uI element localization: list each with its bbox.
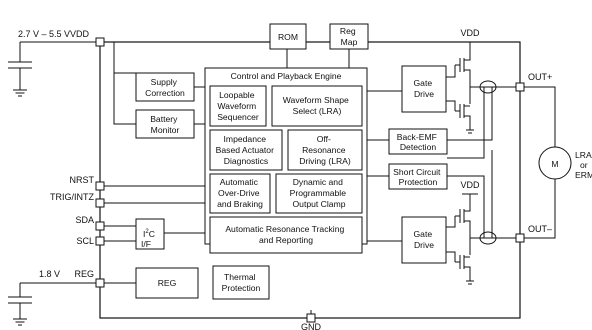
battery-block [135,109,195,139]
gate-bottom-label: Gate Drive [413,229,434,250]
vdd-in-label: 2.7 V – 5.5 VVDD [18,29,90,39]
gnd-pin [306,313,316,323]
dynamic-label: Dynamic and Programmable Output Clamp [290,177,349,209]
rom-block [269,23,307,50]
out-minus-label: OUT– [528,224,552,234]
supply-label: Supply Correction [145,77,185,98]
loopable-block [209,85,267,127]
engine-label: Control and Playback Engine [231,71,342,81]
reg-pin-label: REG [74,269,94,279]
wiring [8,41,572,326]
impedance-block [209,129,283,171]
sda-pin [95,221,105,231]
offres-label: Off- Resonance Driving (LRA) [299,134,351,166]
rom-label: ROM [278,32,298,42]
backemf-block [388,128,448,155]
trig-pin [95,198,105,208]
battery-label: Battery Monitor [150,114,180,135]
backemf-label: Back-EMF Detection [397,132,440,152]
vdd-pin [95,37,105,47]
regmap-label: Reg Map [340,26,358,47]
nrst-pin [95,181,105,191]
load-label: LRA or ERM [575,150,592,180]
nrst-label: NRST [70,175,95,185]
reg-voltage-label: 1.8 V [39,269,60,279]
short-label: Short Circuit Protection [393,167,443,187]
out-plus-label: OUT+ [528,72,552,82]
out-minus-pin [515,233,525,243]
gate-top-label: Gate Drive [413,78,434,99]
gnd-label: GND [301,322,322,330]
wshape-block [271,85,363,127]
thermal-block [212,265,270,300]
reg-block-label: REG [158,278,177,288]
trig-label: TRIG/INTZ [50,192,94,202]
reg-block [135,267,199,299]
vdd-top-label: VDD [460,28,480,38]
tracking-block [209,216,363,254]
scl-label: SCL [76,236,94,246]
gate-drive-bottom [401,216,447,264]
tracking-label: Automatic Resonance Tracking and Reporti… [225,224,346,245]
regmap-block [329,23,369,50]
autood-label: Automatic Over-Drive and Braking [217,177,263,209]
dynamic-block [275,173,363,214]
autood-block [209,173,271,214]
i2c-block [135,218,165,250]
thermal-label: Thermal Protection [222,272,261,293]
i2c-label: I2C I/F [141,229,157,249]
loopable-label: Loopable Waveform Sequencer [217,90,259,122]
scl-pin [95,236,105,246]
offres-block [287,129,363,171]
wshape-label: Waveform Shape Select (LRA) [283,95,351,116]
reg-pin [95,278,105,288]
sda-label: SDA [75,215,94,225]
motor-symbol [538,146,572,180]
out-plus-pin [515,82,525,92]
gate-drive-top [401,65,447,113]
supply-block [135,72,195,102]
vdd-bottom-label: VDD [460,180,480,190]
motor-label: M [551,159,558,169]
impedance-label: Impedance Based Actuator Diagnostics [216,134,277,166]
short-block [388,163,448,190]
